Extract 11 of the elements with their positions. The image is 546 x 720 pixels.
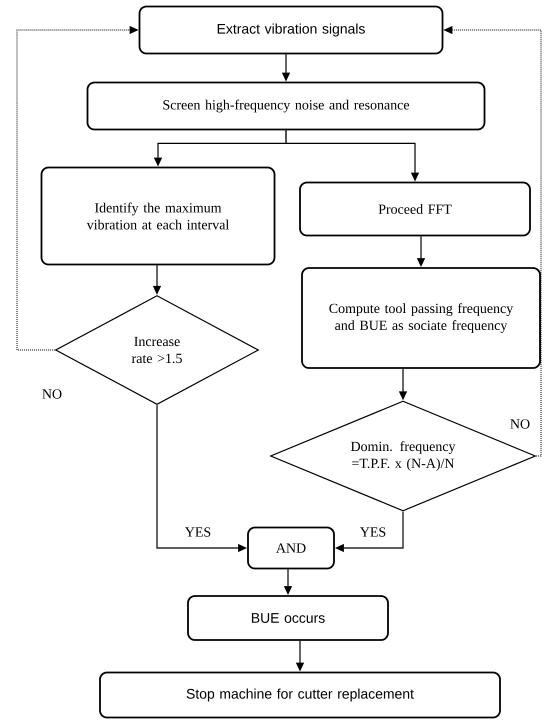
process-box: Extract vibration signals (138, 6, 444, 54)
process-box: AND (247, 526, 335, 570)
process-box: Compute tool passing frequency and BUE as sociate frequency (301, 267, 541, 369)
process-box: Stop machine for cutter replacement (99, 672, 501, 718)
process-box: Screen high-frequency noise and resonance (86, 82, 486, 130)
process-box: Identify the maximum vibration at each interval (40, 166, 276, 266)
process-box: Proceed FFT (299, 182, 531, 236)
edge-label: NO (508, 418, 532, 430)
edge-label: YES (184, 526, 212, 538)
edge-label: YES (358, 526, 388, 538)
process-box: BUE occurs (187, 595, 389, 641)
